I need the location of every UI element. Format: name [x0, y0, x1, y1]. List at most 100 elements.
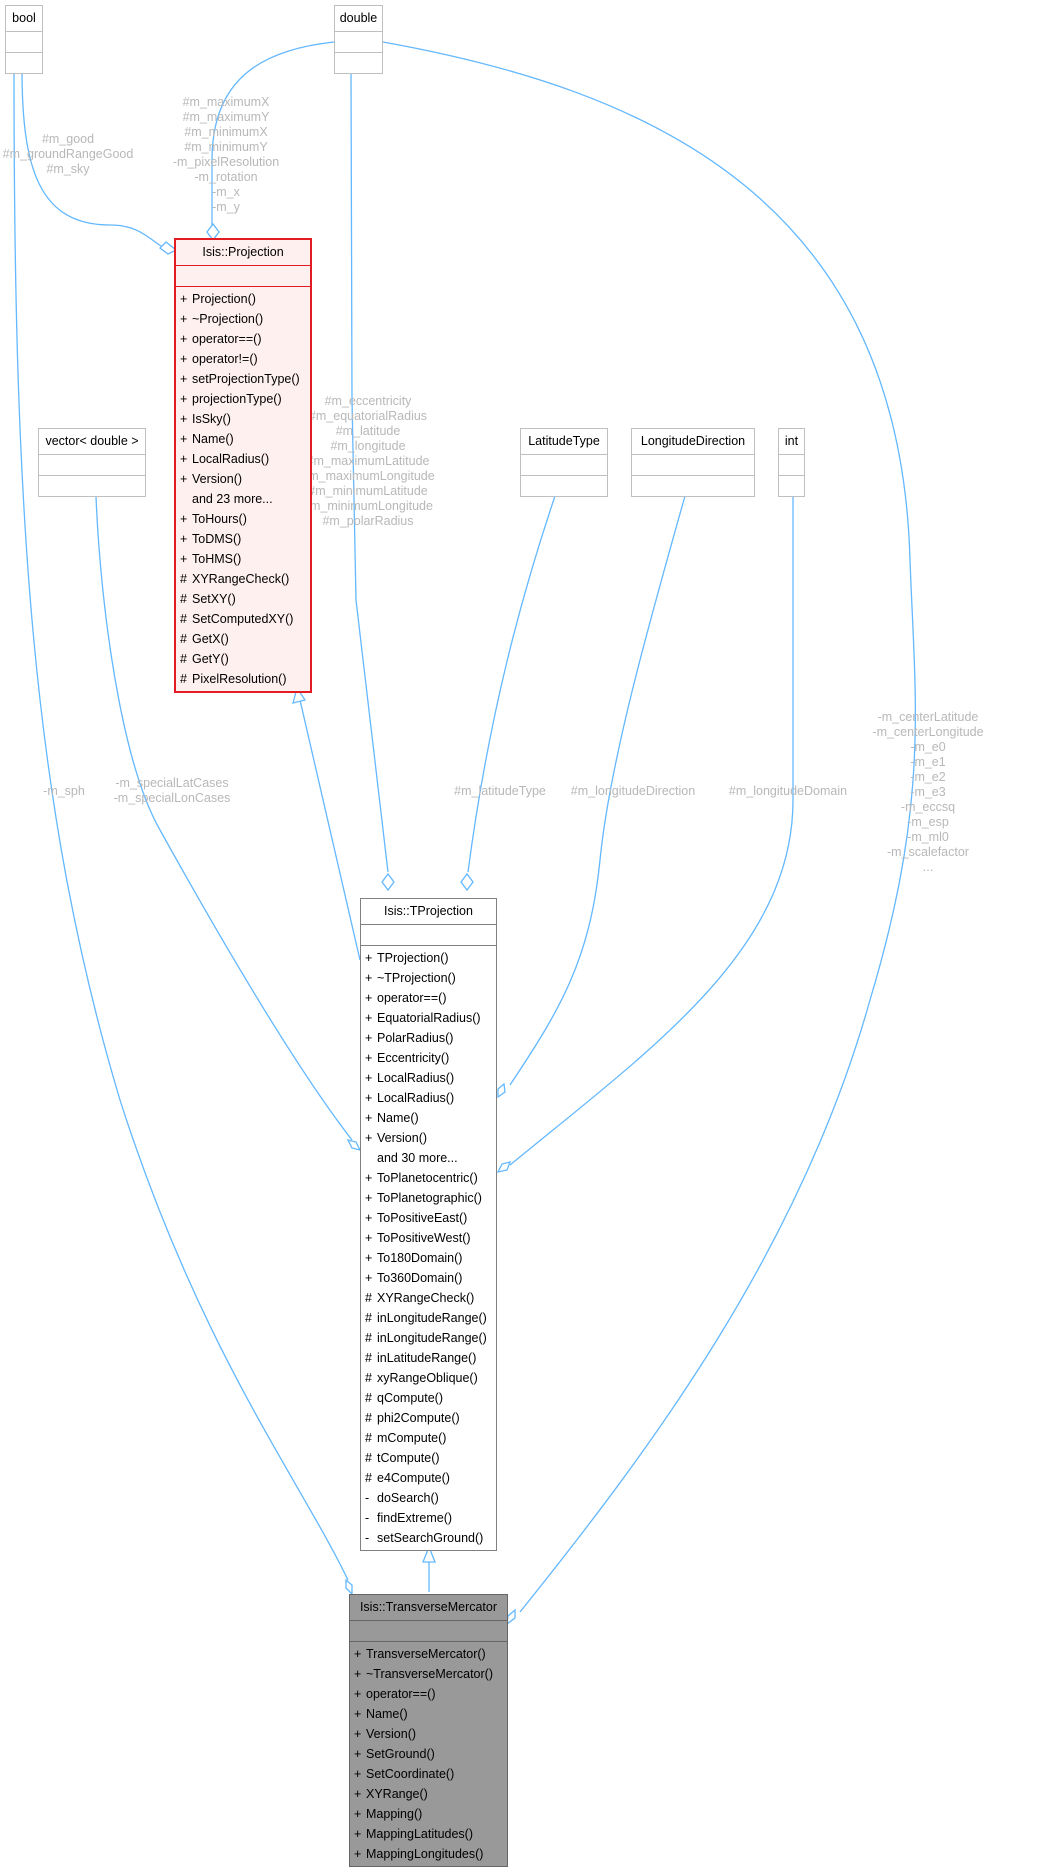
- operation-item[interactable]: -doSearch(): [365, 1488, 496, 1508]
- operation-item[interactable]: +Version(): [365, 1128, 496, 1148]
- operation-item[interactable]: +projectionType(): [180, 389, 310, 409]
- operation-item[interactable]: +~TProjection(): [365, 968, 496, 988]
- edge-longitudedirection-tprojection: [509, 495, 686, 1086]
- edge-label-line: #m_maximumLatitude: [306, 454, 430, 468]
- class-node-tprojection[interactable]: Isis::TProjection +TProjection()+~TProje…: [360, 898, 497, 1551]
- operation-item[interactable]: #xyRangeOblique(): [365, 1368, 496, 1388]
- visibility-marker: +: [365, 951, 373, 965]
- class-node-latitude-type[interactable]: LatitudeType: [520, 428, 608, 497]
- operation-item[interactable]: +ToPlanetographic(): [365, 1188, 496, 1208]
- operation-name: LocalRadius(): [377, 1071, 455, 1085]
- operation-item[interactable]: +SetGround(): [354, 1744, 507, 1764]
- operation-name: Version(): [366, 1727, 417, 1741]
- operation-item[interactable]: +ToDMS(): [180, 529, 310, 549]
- operation-item[interactable]: #phi2Compute(): [365, 1408, 496, 1428]
- operation-item[interactable]: +EquatorialRadius(): [365, 1008, 496, 1028]
- operation-item[interactable]: and 23 more...: [180, 489, 310, 509]
- operation-item[interactable]: +TProjection(): [365, 948, 496, 968]
- operation-item[interactable]: +Eccentricity(): [365, 1048, 496, 1068]
- class-node-bool[interactable]: bool: [5, 5, 43, 74]
- class-node-transverse-mercator[interactable]: Isis::TransverseMercator +TransverseMerc…: [349, 1594, 508, 1867]
- operation-item[interactable]: +operator==(): [365, 988, 496, 1008]
- edge-label-line: #m_minimumY: [184, 140, 268, 154]
- operation-item[interactable]: +operator==(): [180, 329, 310, 349]
- visibility-marker: +: [354, 1747, 362, 1761]
- operation-item[interactable]: +To180Domain(): [365, 1248, 496, 1268]
- visibility-marker: +: [365, 991, 373, 1005]
- operation-item[interactable]: -setSearchGround(): [365, 1528, 496, 1548]
- attributes-compartment: [335, 32, 382, 53]
- operation-name: EquatorialRadius(): [377, 1011, 481, 1025]
- operation-item[interactable]: #GetX(): [180, 629, 310, 649]
- operation-item[interactable]: +ToPositiveWest(): [365, 1228, 496, 1248]
- operation-item[interactable]: #inLatitudeRange(): [365, 1348, 496, 1368]
- operation-item[interactable]: +operator!=(): [180, 349, 310, 369]
- edge-label-double-tprojection: #m_eccentricity#m_equatorialRadius#m_lat…: [301, 394, 434, 529]
- operation-item[interactable]: +setProjectionType(): [180, 369, 310, 389]
- operation-item[interactable]: +Name(): [354, 1704, 507, 1724]
- operation-item[interactable]: #PixelResolution(): [180, 669, 310, 689]
- operation-item[interactable]: -findExtreme(): [365, 1508, 496, 1528]
- operation-item[interactable]: +ToPlanetocentric(): [365, 1168, 496, 1188]
- visibility-marker: -: [365, 1511, 370, 1525]
- operation-item[interactable]: #inLongitudeRange(): [365, 1308, 496, 1328]
- operation-item[interactable]: #tCompute(): [365, 1448, 496, 1468]
- operation-item[interactable]: +LocalRadius(): [180, 449, 310, 469]
- operation-item[interactable]: +Version(): [354, 1724, 507, 1744]
- operation-item[interactable]: #inLongitudeRange(): [365, 1328, 496, 1348]
- operation-item[interactable]: +TransverseMercator(): [354, 1644, 507, 1664]
- operation-item[interactable]: #qCompute(): [365, 1388, 496, 1408]
- operation-item[interactable]: #mCompute(): [365, 1428, 496, 1448]
- operation-item[interactable]: +ToPositiveEast(): [365, 1208, 496, 1228]
- visibility-marker: +: [180, 372, 188, 386]
- operation-item[interactable]: +Name(): [365, 1108, 496, 1128]
- class-node-int[interactable]: int: [778, 428, 805, 497]
- operation-item[interactable]: #SetXY(): [180, 589, 310, 609]
- operation-item[interactable]: +ToHMS(): [180, 549, 310, 569]
- operations-compartment: +TProjection()+~TProjection()+operator==…: [361, 946, 496, 1550]
- operation-item[interactable]: +~TransverseMercator(): [354, 1664, 507, 1684]
- operation-item[interactable]: +MappingLongitudes(): [354, 1844, 507, 1864]
- operation-name: ToDMS(): [192, 532, 242, 546]
- class-node-double[interactable]: double: [334, 5, 383, 74]
- class-title: LatitudeType: [521, 429, 607, 455]
- operation-item[interactable]: #XYRangeCheck(): [365, 1288, 496, 1308]
- class-node-longitude-direction[interactable]: LongitudeDirection: [631, 428, 755, 497]
- operation-item[interactable]: +~Projection(): [180, 309, 310, 329]
- operation-item[interactable]: +SetCoordinate(): [354, 1764, 507, 1784]
- operation-item[interactable]: +Projection(): [180, 289, 310, 309]
- operation-item[interactable]: and 30 more...: [365, 1148, 496, 1168]
- edge-label-line: #m_longitude: [330, 439, 406, 453]
- operation-item[interactable]: #GetY(): [180, 649, 310, 669]
- operation-item[interactable]: +operator==(): [354, 1684, 507, 1704]
- edge-int-tprojection: [509, 496, 794, 1166]
- visibility-marker: +: [365, 971, 373, 985]
- edge-label-line: #m_latitudeType: [454, 784, 546, 798]
- operation-item[interactable]: #XYRangeCheck(): [180, 569, 310, 589]
- visibility-marker: +: [365, 1071, 373, 1085]
- operation-item[interactable]: +XYRange(): [354, 1784, 507, 1804]
- visibility-marker: #: [365, 1291, 372, 1305]
- visibility-marker: #: [365, 1331, 372, 1345]
- operation-item[interactable]: +Mapping(): [354, 1804, 507, 1824]
- operation-item[interactable]: +MappingLatitudes(): [354, 1824, 507, 1844]
- operation-item[interactable]: +IsSky(): [180, 409, 310, 429]
- operation-item[interactable]: #SetComputedXY(): [180, 609, 310, 629]
- class-node-vector-double[interactable]: vector< double >: [38, 428, 146, 497]
- operation-item[interactable]: +ToHours(): [180, 509, 310, 529]
- operation-item[interactable]: +PolarRadius(): [365, 1028, 496, 1048]
- operation-item[interactable]: +LocalRadius(): [365, 1088, 496, 1108]
- operation-item[interactable]: #e4Compute(): [365, 1468, 496, 1488]
- edge-label-latitudetype: #m_latitudeType: [454, 784, 546, 799]
- operation-item[interactable]: +Version(): [180, 469, 310, 489]
- operation-item[interactable]: +Name(): [180, 429, 310, 449]
- operation-item[interactable]: +To360Domain(): [365, 1268, 496, 1288]
- edge-label-longitudedirection: #m_longitudeDirection: [571, 784, 695, 799]
- visibility-marker: +: [365, 1091, 373, 1105]
- class-title: LongitudeDirection: [632, 429, 754, 455]
- visibility-marker: #: [180, 612, 187, 626]
- class-node-projection[interactable]: Isis::Projection +Projection()+~Projecti…: [174, 238, 312, 693]
- aggregation-diamond-icon: [159, 241, 178, 255]
- operation-item[interactable]: + LocalRadius(): [365, 1068, 496, 1088]
